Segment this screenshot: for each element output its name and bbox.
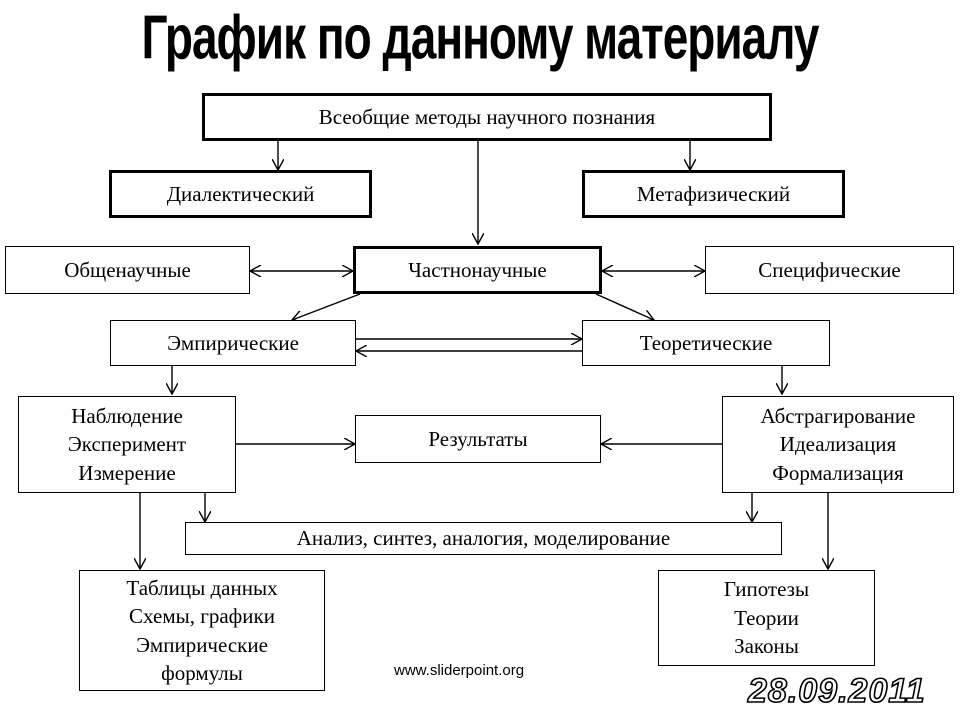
node-general-scientific: Общенаучные xyxy=(5,246,250,294)
node-theoretical-methods: Абстрагирование Идеализация Формализация xyxy=(722,396,954,493)
node-specific: Специфические xyxy=(705,246,954,294)
node-general-methods: Всеобщие методы научного познания xyxy=(202,93,772,141)
node-particular-scientific: Частнонаучные xyxy=(353,246,602,294)
slide-title: График по данному материалу xyxy=(141,1,820,73)
arrow-to-theoretical xyxy=(595,293,654,320)
website-credit: www.sliderpoint.org xyxy=(394,662,525,679)
node-theoretical-outputs: Гипотезы Теории Законы xyxy=(658,570,875,666)
node-results: Результаты xyxy=(355,415,601,463)
node-empirical-outputs: Таблицы данных Схемы, графики Эмпирическ… xyxy=(79,570,325,691)
node-metaphysical: Метафизический xyxy=(582,170,845,218)
node-dialectical: Диалектический xyxy=(109,170,372,218)
arrow-to-empirical xyxy=(292,293,361,320)
date-stamp: 28.09.2011 xyxy=(747,671,926,711)
node-analysis: Анализ, синтез, аналогия, моделирование xyxy=(185,522,782,555)
node-empirical: Эмпирические xyxy=(110,320,356,366)
node-theoretical: Теоретические xyxy=(582,320,830,366)
node-empirical-methods: Наблюдение Эксперимент Измерение xyxy=(18,396,236,493)
